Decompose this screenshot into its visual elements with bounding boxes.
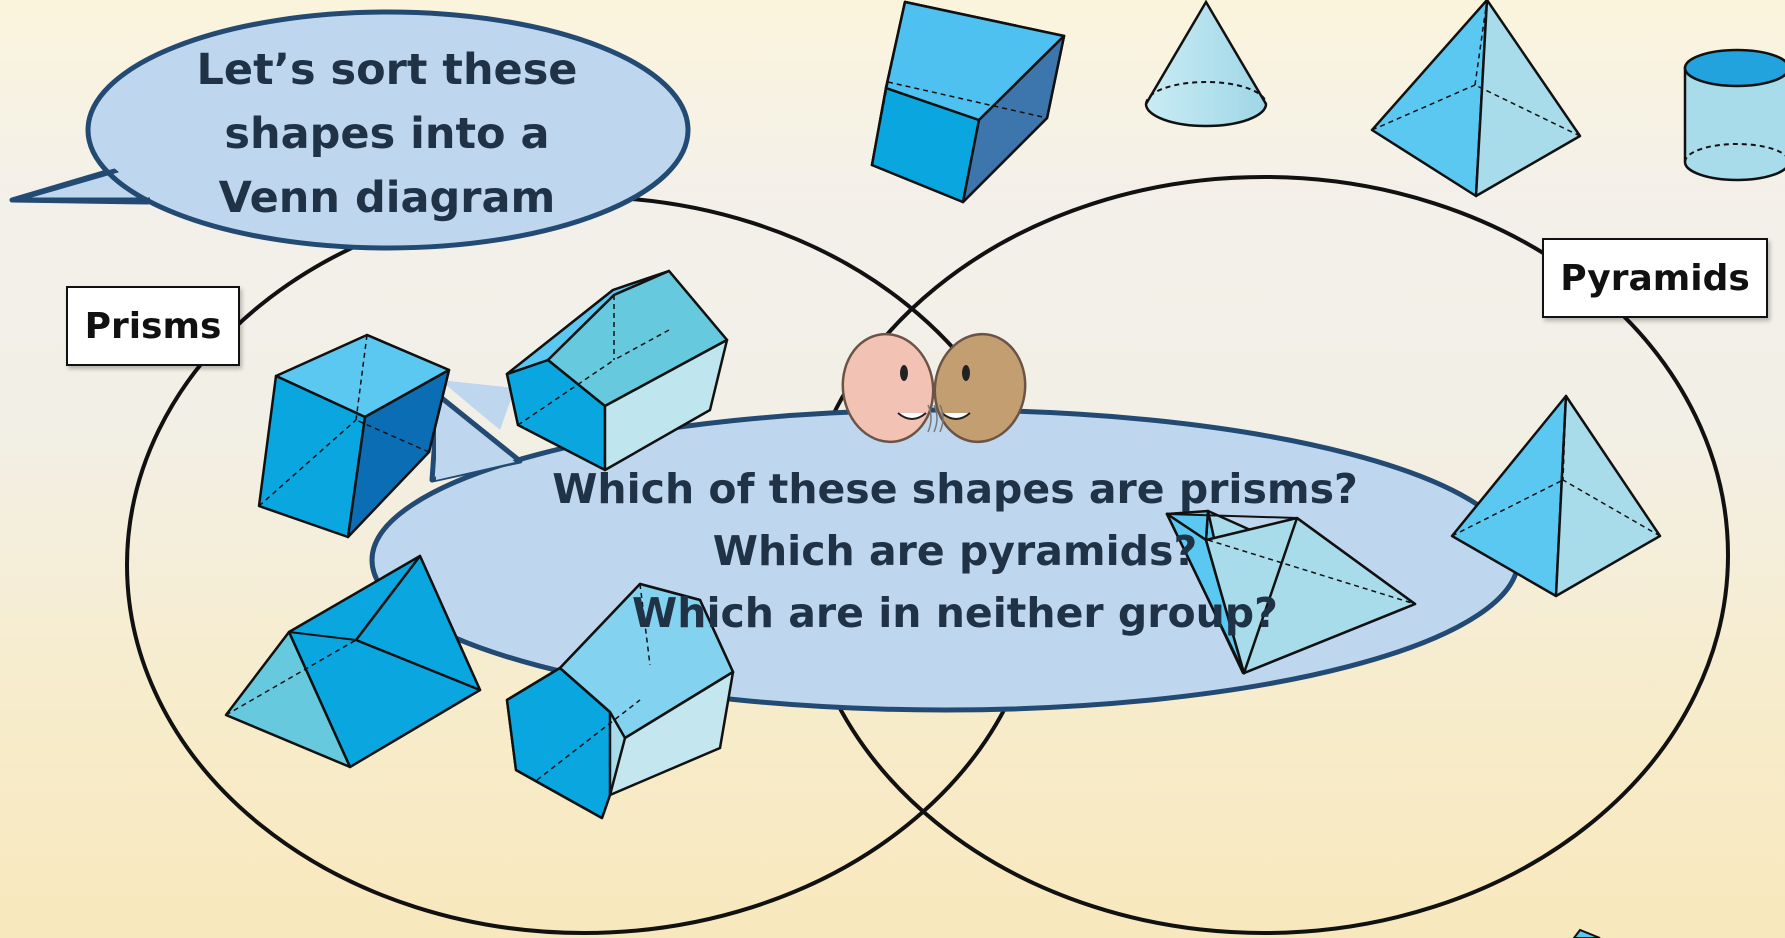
speech-line-2: shapes into a bbox=[224, 109, 550, 159]
pyramid-top bbox=[1370, 0, 1582, 198]
partial-shape-corner bbox=[1572, 928, 1601, 938]
cylinder-top bbox=[1683, 48, 1785, 182]
question-bubble-text: Which of these shapes are prisms? Which … bbox=[520, 458, 1390, 644]
triangular-prism bbox=[224, 554, 482, 769]
square-pyramid-right bbox=[1450, 394, 1662, 598]
question-line-2: Which are pyramids? bbox=[712, 527, 1198, 575]
speech-bubble-text: Let’s sort these shapes into a Venn diag… bbox=[148, 38, 626, 230]
prisms-label-text: Prisms bbox=[84, 305, 222, 347]
hexagonal-prism-upper bbox=[505, 269, 729, 472]
cuboid-prism bbox=[257, 333, 451, 539]
speech-line-3: Venn diagram bbox=[218, 173, 556, 223]
question-line-3: Which are in neither group? bbox=[632, 589, 1278, 637]
hexagonal-prism-lower bbox=[505, 582, 735, 820]
pyramids-label-text: Pyramids bbox=[1560, 257, 1750, 299]
question-line-1: Which of these shapes are prisms? bbox=[552, 465, 1358, 513]
prisms-label: Prisms bbox=[66, 286, 240, 366]
cone-top bbox=[1144, 0, 1268, 128]
tetrahedron-center bbox=[1165, 509, 1417, 675]
pyramids-label: Pyramids bbox=[1542, 238, 1768, 318]
speech-line-1: Let’s sort these bbox=[196, 45, 578, 95]
cuboid-top bbox=[870, 0, 1066, 204]
speech-bubble bbox=[9, 9, 691, 251]
talking-heads-icon bbox=[841, 332, 1027, 444]
